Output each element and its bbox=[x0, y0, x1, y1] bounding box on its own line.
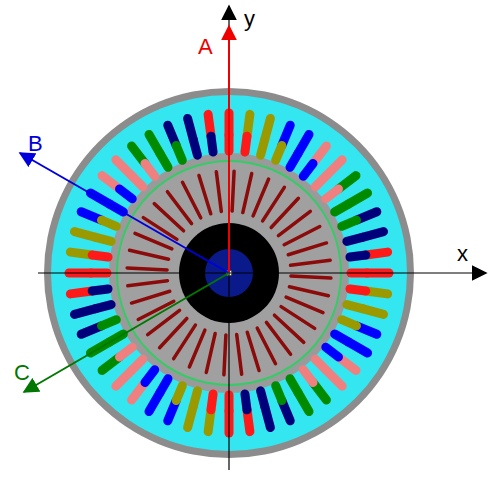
phase-b-axis bbox=[20, 153, 229, 273]
winding-slot bbox=[347, 305, 362, 309]
rotor-bar bbox=[199, 176, 211, 214]
x-axis bbox=[38, 272, 486, 273]
axis-label: x bbox=[457, 243, 468, 265]
winding-slot bbox=[315, 359, 326, 370]
rotor-bar bbox=[247, 332, 259, 370]
winding-slot bbox=[131, 175, 142, 186]
winding-slot bbox=[131, 359, 142, 370]
y-axis bbox=[228, 6, 229, 470]
winding-slot bbox=[290, 379, 298, 393]
winding-slot bbox=[193, 140, 197, 155]
winding-slot bbox=[261, 391, 265, 406]
winding-slot bbox=[160, 379, 168, 393]
winding-slot bbox=[342, 220, 357, 226]
winding-slot bbox=[245, 394, 247, 410]
rotor-bar bbox=[286, 297, 323, 313]
winding-slot bbox=[160, 153, 168, 167]
phase-label: A bbox=[198, 36, 213, 58]
winding-slot bbox=[350, 289, 366, 291]
rotor-bar bbox=[127, 268, 167, 270]
rotor-bar bbox=[288, 243, 326, 255]
winding-slot bbox=[335, 204, 349, 212]
rotor-bar bbox=[291, 276, 331, 278]
winding-slot bbox=[350, 255, 366, 257]
winding-slot bbox=[211, 394, 213, 410]
axis-label: y bbox=[244, 8, 255, 30]
winding-slot bbox=[145, 370, 155, 383]
phase-a-axis bbox=[228, 26, 230, 273]
winding-slot bbox=[92, 289, 108, 291]
winding-slot bbox=[120, 189, 133, 199]
phase-c-axis bbox=[24, 273, 229, 392]
winding-slot bbox=[276, 386, 282, 401]
rotor-bar bbox=[135, 233, 172, 249]
rotor-bar bbox=[253, 179, 269, 216]
rotor-bar bbox=[257, 328, 275, 364]
rotor-bar bbox=[243, 174, 252, 213]
winding-slot bbox=[96, 237, 111, 241]
rotor-bar bbox=[237, 335, 242, 375]
rotor-bar bbox=[206, 333, 215, 372]
winding-slot bbox=[120, 347, 133, 357]
winding-slot bbox=[211, 136, 213, 152]
winding-slot bbox=[102, 320, 117, 326]
winding-slot bbox=[326, 347, 339, 357]
winding-slot bbox=[335, 334, 349, 342]
winding-slot bbox=[176, 146, 182, 161]
winding-slot bbox=[261, 140, 265, 155]
rotor-bar bbox=[232, 171, 234, 211]
rotor-bar bbox=[138, 301, 174, 319]
winding-slot bbox=[315, 175, 326, 186]
rotor-bar bbox=[289, 287, 328, 296]
winding-slot bbox=[303, 164, 313, 177]
winding-slot bbox=[96, 305, 111, 309]
rotor-bar bbox=[284, 226, 320, 244]
rotor-bar bbox=[182, 182, 200, 218]
winding-slot bbox=[303, 370, 313, 383]
winding-slot bbox=[176, 386, 182, 401]
rotor-bar bbox=[128, 281, 168, 286]
winding-slot bbox=[347, 237, 362, 241]
winding-slot bbox=[276, 146, 282, 161]
rotor-bar bbox=[189, 330, 205, 367]
winding-slot bbox=[92, 255, 108, 257]
phase-label: C bbox=[14, 362, 30, 384]
winding-slot bbox=[145, 164, 155, 177]
winding-slot bbox=[102, 220, 117, 226]
winding-slot bbox=[326, 189, 339, 199]
winding-slot bbox=[193, 391, 197, 406]
rotor-bar bbox=[132, 291, 170, 303]
rotor-bar bbox=[216, 172, 221, 212]
rotor-bar bbox=[130, 250, 169, 259]
rotor-bar bbox=[224, 335, 226, 375]
winding-slot bbox=[342, 320, 357, 326]
phase-label: B bbox=[28, 133, 43, 155]
rotor-bar bbox=[291, 260, 331, 265]
winding-slot bbox=[290, 153, 298, 167]
winding-slot bbox=[245, 136, 247, 152]
